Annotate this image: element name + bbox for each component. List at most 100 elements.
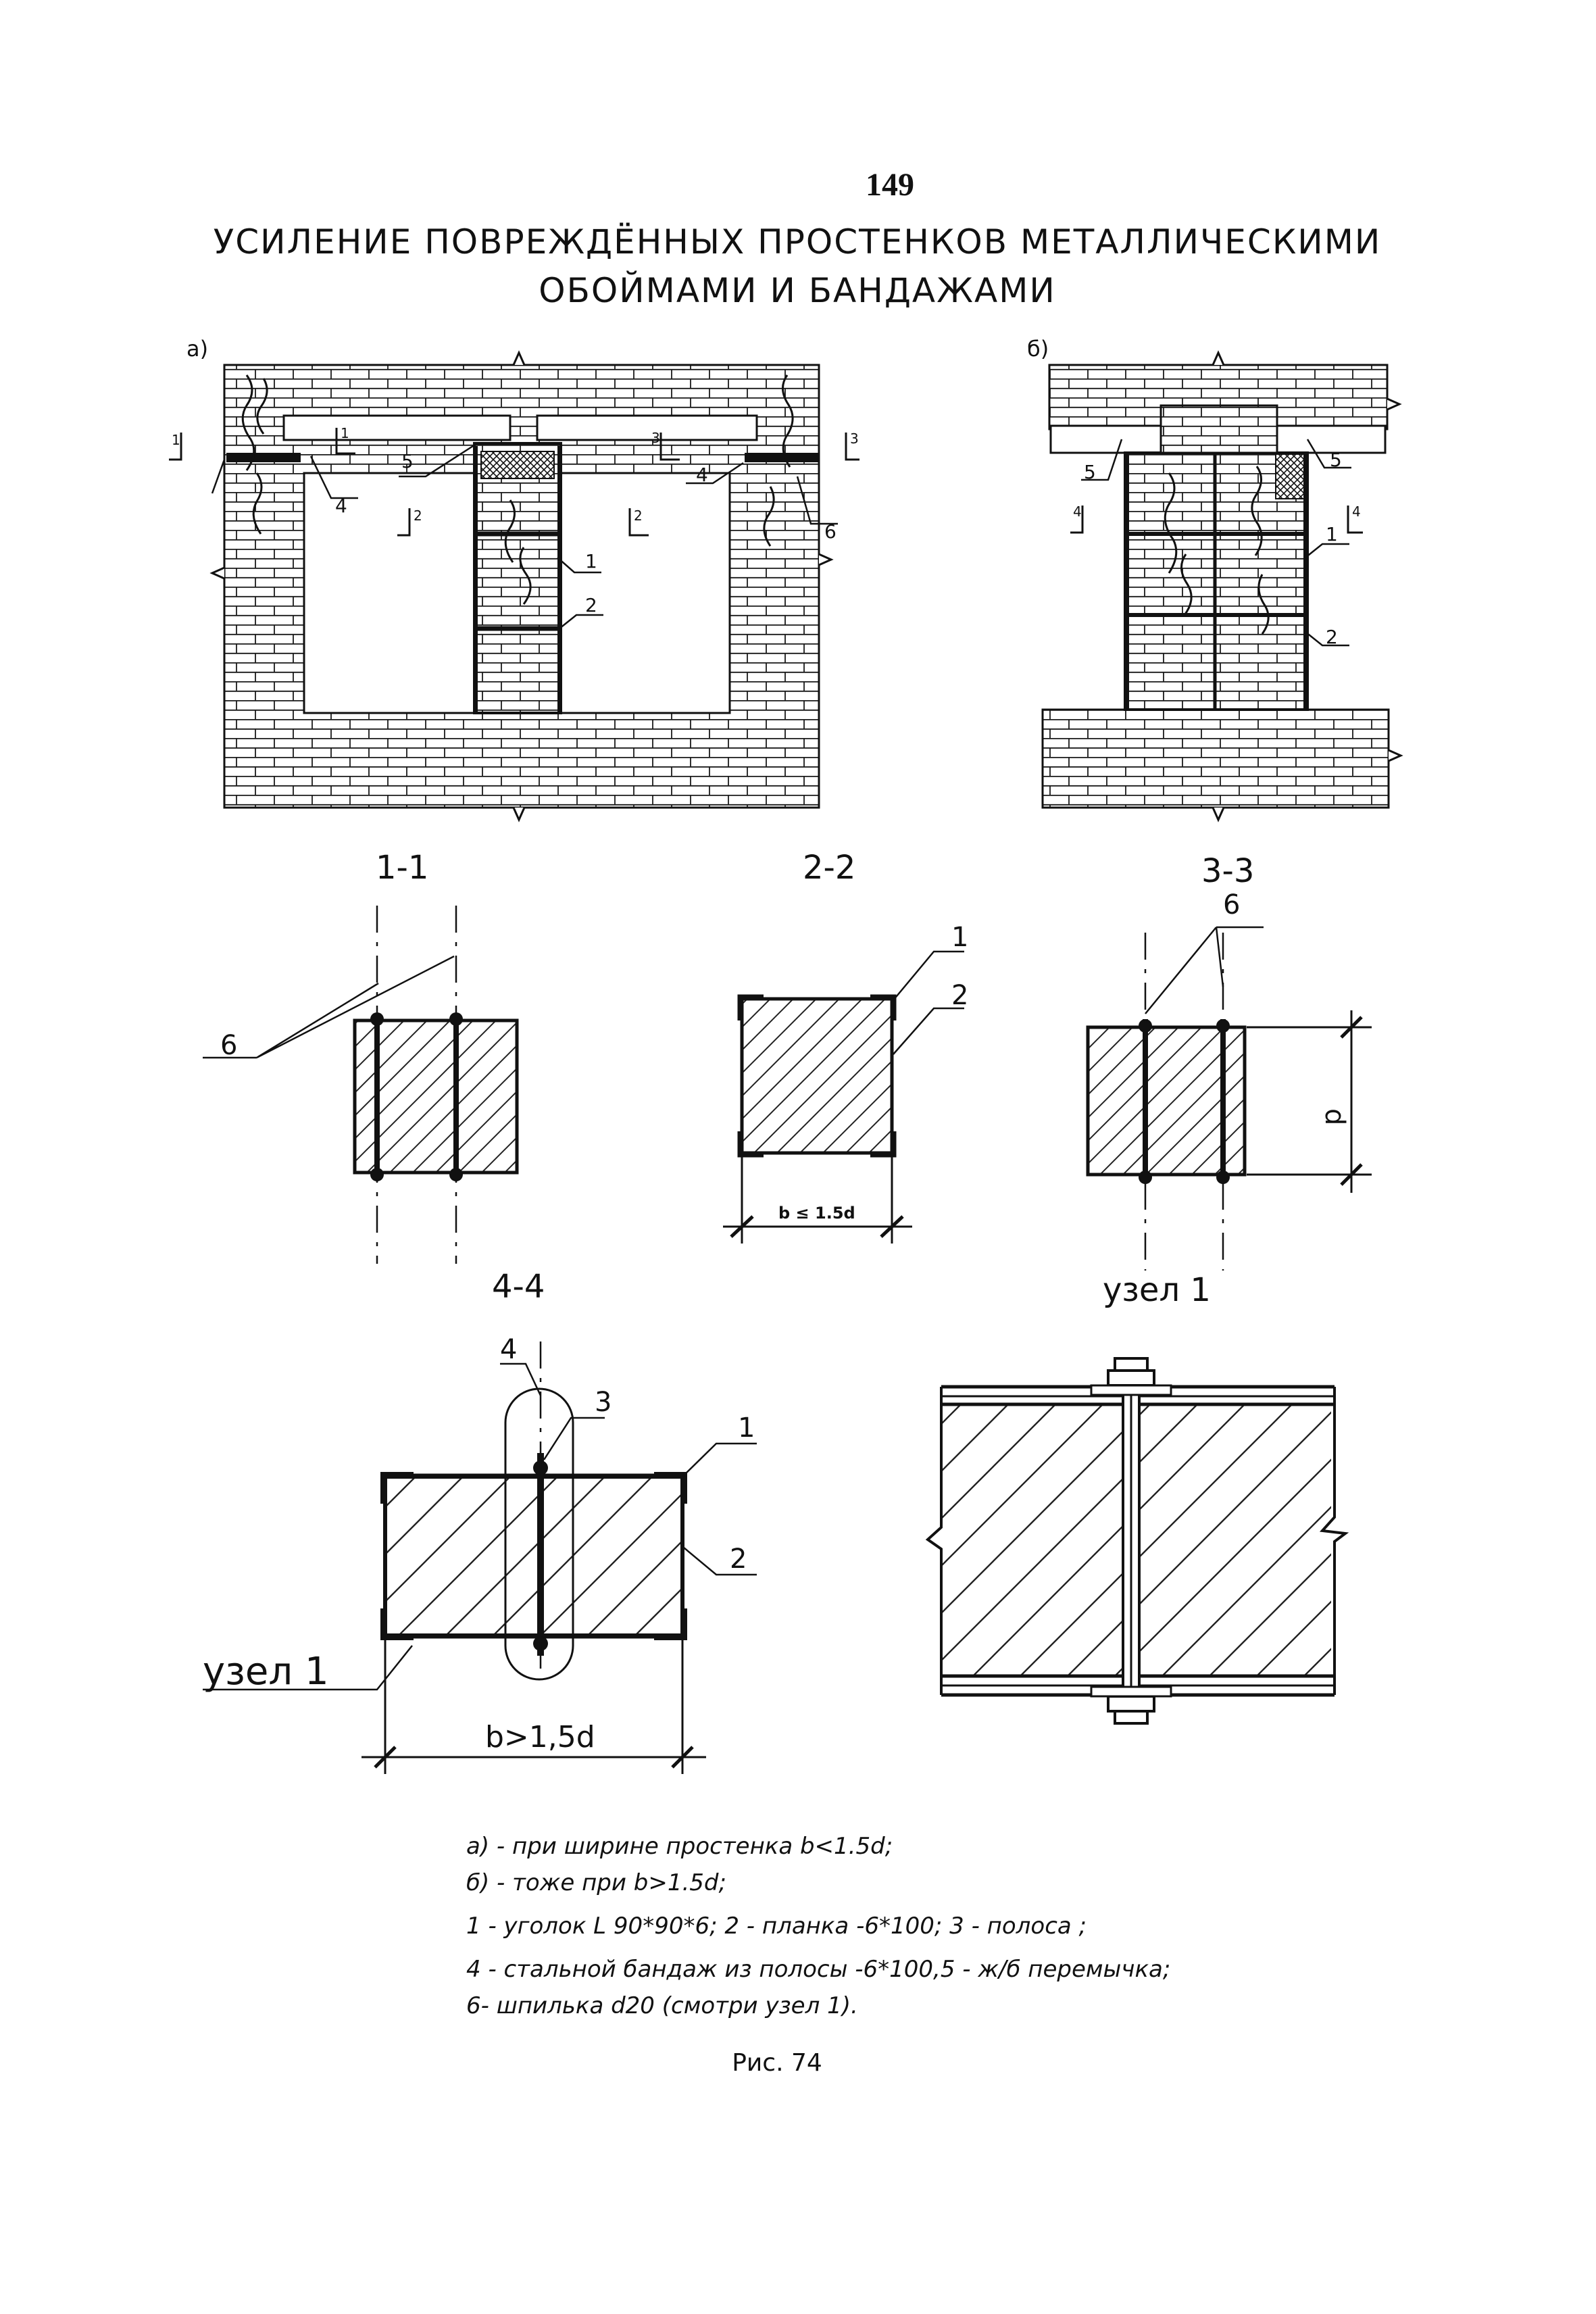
dimension-4 (361, 1639, 706, 1774)
section-4-4-ref-2: 2 (730, 1544, 747, 1575)
crack-1 (241, 374, 255, 471)
elevation-b: б) 4 4 5 5 1 2 (1027, 336, 1403, 822)
crack-7 (519, 547, 532, 605)
section-1-1-title: 1-1 (376, 849, 428, 887)
note-b: б) - тоже при b>1.5d; (466, 1869, 726, 1896)
section-mark-2-left: 2 (414, 508, 422, 524)
wall-bottom (1041, 708, 1390, 809)
lintel-right (536, 414, 758, 441)
section-mark-1-left: 1 (172, 432, 180, 448)
callout-6-3 (1145, 926, 1264, 1014)
section-marks-b (1070, 506, 1363, 534)
ref-5-b-right: 5 (1330, 449, 1342, 471)
section-mark-3-right: 3 (850, 430, 859, 447)
break-mark-b-top (1212, 350, 1225, 366)
ref-5-left: 5 (401, 450, 414, 472)
ref-1-b: 1 (1326, 523, 1338, 545)
node-1-washers (1090, 1384, 1172, 1698)
pier-cap-hatch (480, 451, 555, 479)
ref-5-b-left: 5 (1084, 461, 1096, 483)
figure-caption: Рис. 74 (732, 2049, 822, 2077)
window-opening-right (559, 472, 731, 714)
lintel-left (282, 414, 512, 441)
callouts-2 (893, 950, 964, 1055)
section-4-4-ref-3: 3 (595, 1387, 612, 1418)
angles-2 (737, 994, 897, 1158)
break-mark-b-right-top (1387, 397, 1402, 411)
section-3-3-dimension: d (1319, 1108, 1350, 1125)
section-3-3-body (1086, 1025, 1247, 1177)
callout-6-1 (203, 955, 455, 1059)
ref-2: 2 (585, 594, 597, 616)
section-2-2: 2-2 1 2 b ≤ 1.5d (723, 849, 968, 1244)
crack-b-4 (1257, 574, 1270, 635)
section-4-4-body (383, 1475, 684, 1638)
break-mark-b-bottom (1212, 807, 1225, 822)
ref-4-left: 4 (335, 495, 347, 517)
crack-b-2 (1180, 553, 1193, 616)
break-line-right (1319, 1387, 1349, 1695)
section-marks-a (169, 428, 859, 537)
ref-1: 1 (585, 550, 597, 572)
dimension-3 (1247, 1010, 1372, 1193)
section-4-4-ref-1: 1 (738, 1412, 755, 1444)
break-mark-top (512, 350, 526, 366)
section-1-1: 1-1 6 (203, 849, 519, 1264)
break-mark-right (818, 553, 834, 566)
crack-6 (504, 499, 516, 563)
pier-b-cap (1159, 404, 1278, 454)
callouts-a (211, 445, 838, 629)
elevation-a: а) 1 1 (169, 336, 859, 822)
window-opening-left (303, 472, 476, 714)
section-3-3-ref-6: 6 (1223, 889, 1240, 920)
node-1-nuts (1107, 1357, 1155, 1725)
elevation-b-label: б) (1027, 336, 1049, 362)
section-4-4: 4-4 4 3 1 2 узел 1 b>1,5d (203, 1268, 757, 1774)
section-2-2-dimension: b ≤ 1.5d (778, 1204, 855, 1223)
section-mark-1-right: 1 (341, 425, 349, 441)
title-line-2: ОБОЙМАМИ И БАНДАЖАМИ (539, 271, 1056, 310)
page-number: 149 (866, 167, 914, 203)
section-1-1-ref-6: 6 (220, 1030, 237, 1061)
callouts-4 (203, 1362, 757, 1691)
dimension-2 (723, 1156, 912, 1244)
crack-3 (252, 472, 263, 535)
ref-2-b: 2 (1326, 626, 1338, 648)
bandage-loop (504, 1387, 574, 1681)
section-4-4-node-label: узел 1 (203, 1650, 329, 1694)
node-1: узел 1 (925, 1271, 1349, 1725)
node-1-title: узел 1 (1103, 1271, 1211, 1309)
section-2-2-title: 2-2 (803, 849, 855, 887)
elevation-a-label: а) (186, 336, 208, 362)
break-mark-b-right-bottom (1388, 749, 1403, 762)
band-right (745, 453, 819, 462)
section-2-2-ref-2: 2 (951, 980, 968, 1011)
crack-5 (763, 486, 775, 547)
section-2-2-ref-1: 1 (951, 922, 968, 953)
section-4-4-dimension: b>1,5d (485, 1720, 595, 1754)
crack-2 (256, 378, 268, 435)
section-mark-4-right: 4 (1352, 503, 1361, 520)
break-line-left (925, 1387, 943, 1695)
section-mark-2-right: 2 (634, 508, 643, 524)
pier-b-corner (1275, 453, 1306, 499)
break-mark-left (209, 566, 225, 580)
section-1-1-body (353, 1018, 519, 1175)
break-mark-bottom (512, 807, 526, 822)
note-item-6: 6- шпилька d20 (смотри узел 1). (466, 1992, 858, 2019)
centerlines-1 (376, 906, 457, 1264)
crack-b-3 (1251, 466, 1263, 556)
section-3-3-title: 3-3 (1201, 852, 1254, 890)
notes: а) - при ширине простенка b<1.5d; б) - т… (466, 1828, 1412, 2024)
note-items-4-5: 4 - стальной бандаж из полосы -6*100,5 -… (466, 1956, 1171, 1983)
centerlines-3 (1144, 933, 1224, 1271)
page-title: УСИЛЕНИЕ ПОВРЕЖДЁННЫХ ПРОСТЕНКОВ МЕТАЛЛИ… (203, 218, 1392, 315)
note-a: а) - при ширине простенка b<1.5d; (466, 1833, 893, 1860)
nuts-3 (1139, 1019, 1230, 1184)
title-line-1: УСИЛЕНИЕ ПОВРЕЖДЁННЫХ ПРОСТЕНКОВ МЕТАЛЛИ… (213, 222, 1382, 262)
pier-clip (473, 442, 562, 714)
section-4-4-ref-4: 4 (500, 1334, 517, 1365)
ref-4-right: 4 (696, 464, 708, 486)
section-4-4-title: 4-4 (492, 1268, 545, 1306)
